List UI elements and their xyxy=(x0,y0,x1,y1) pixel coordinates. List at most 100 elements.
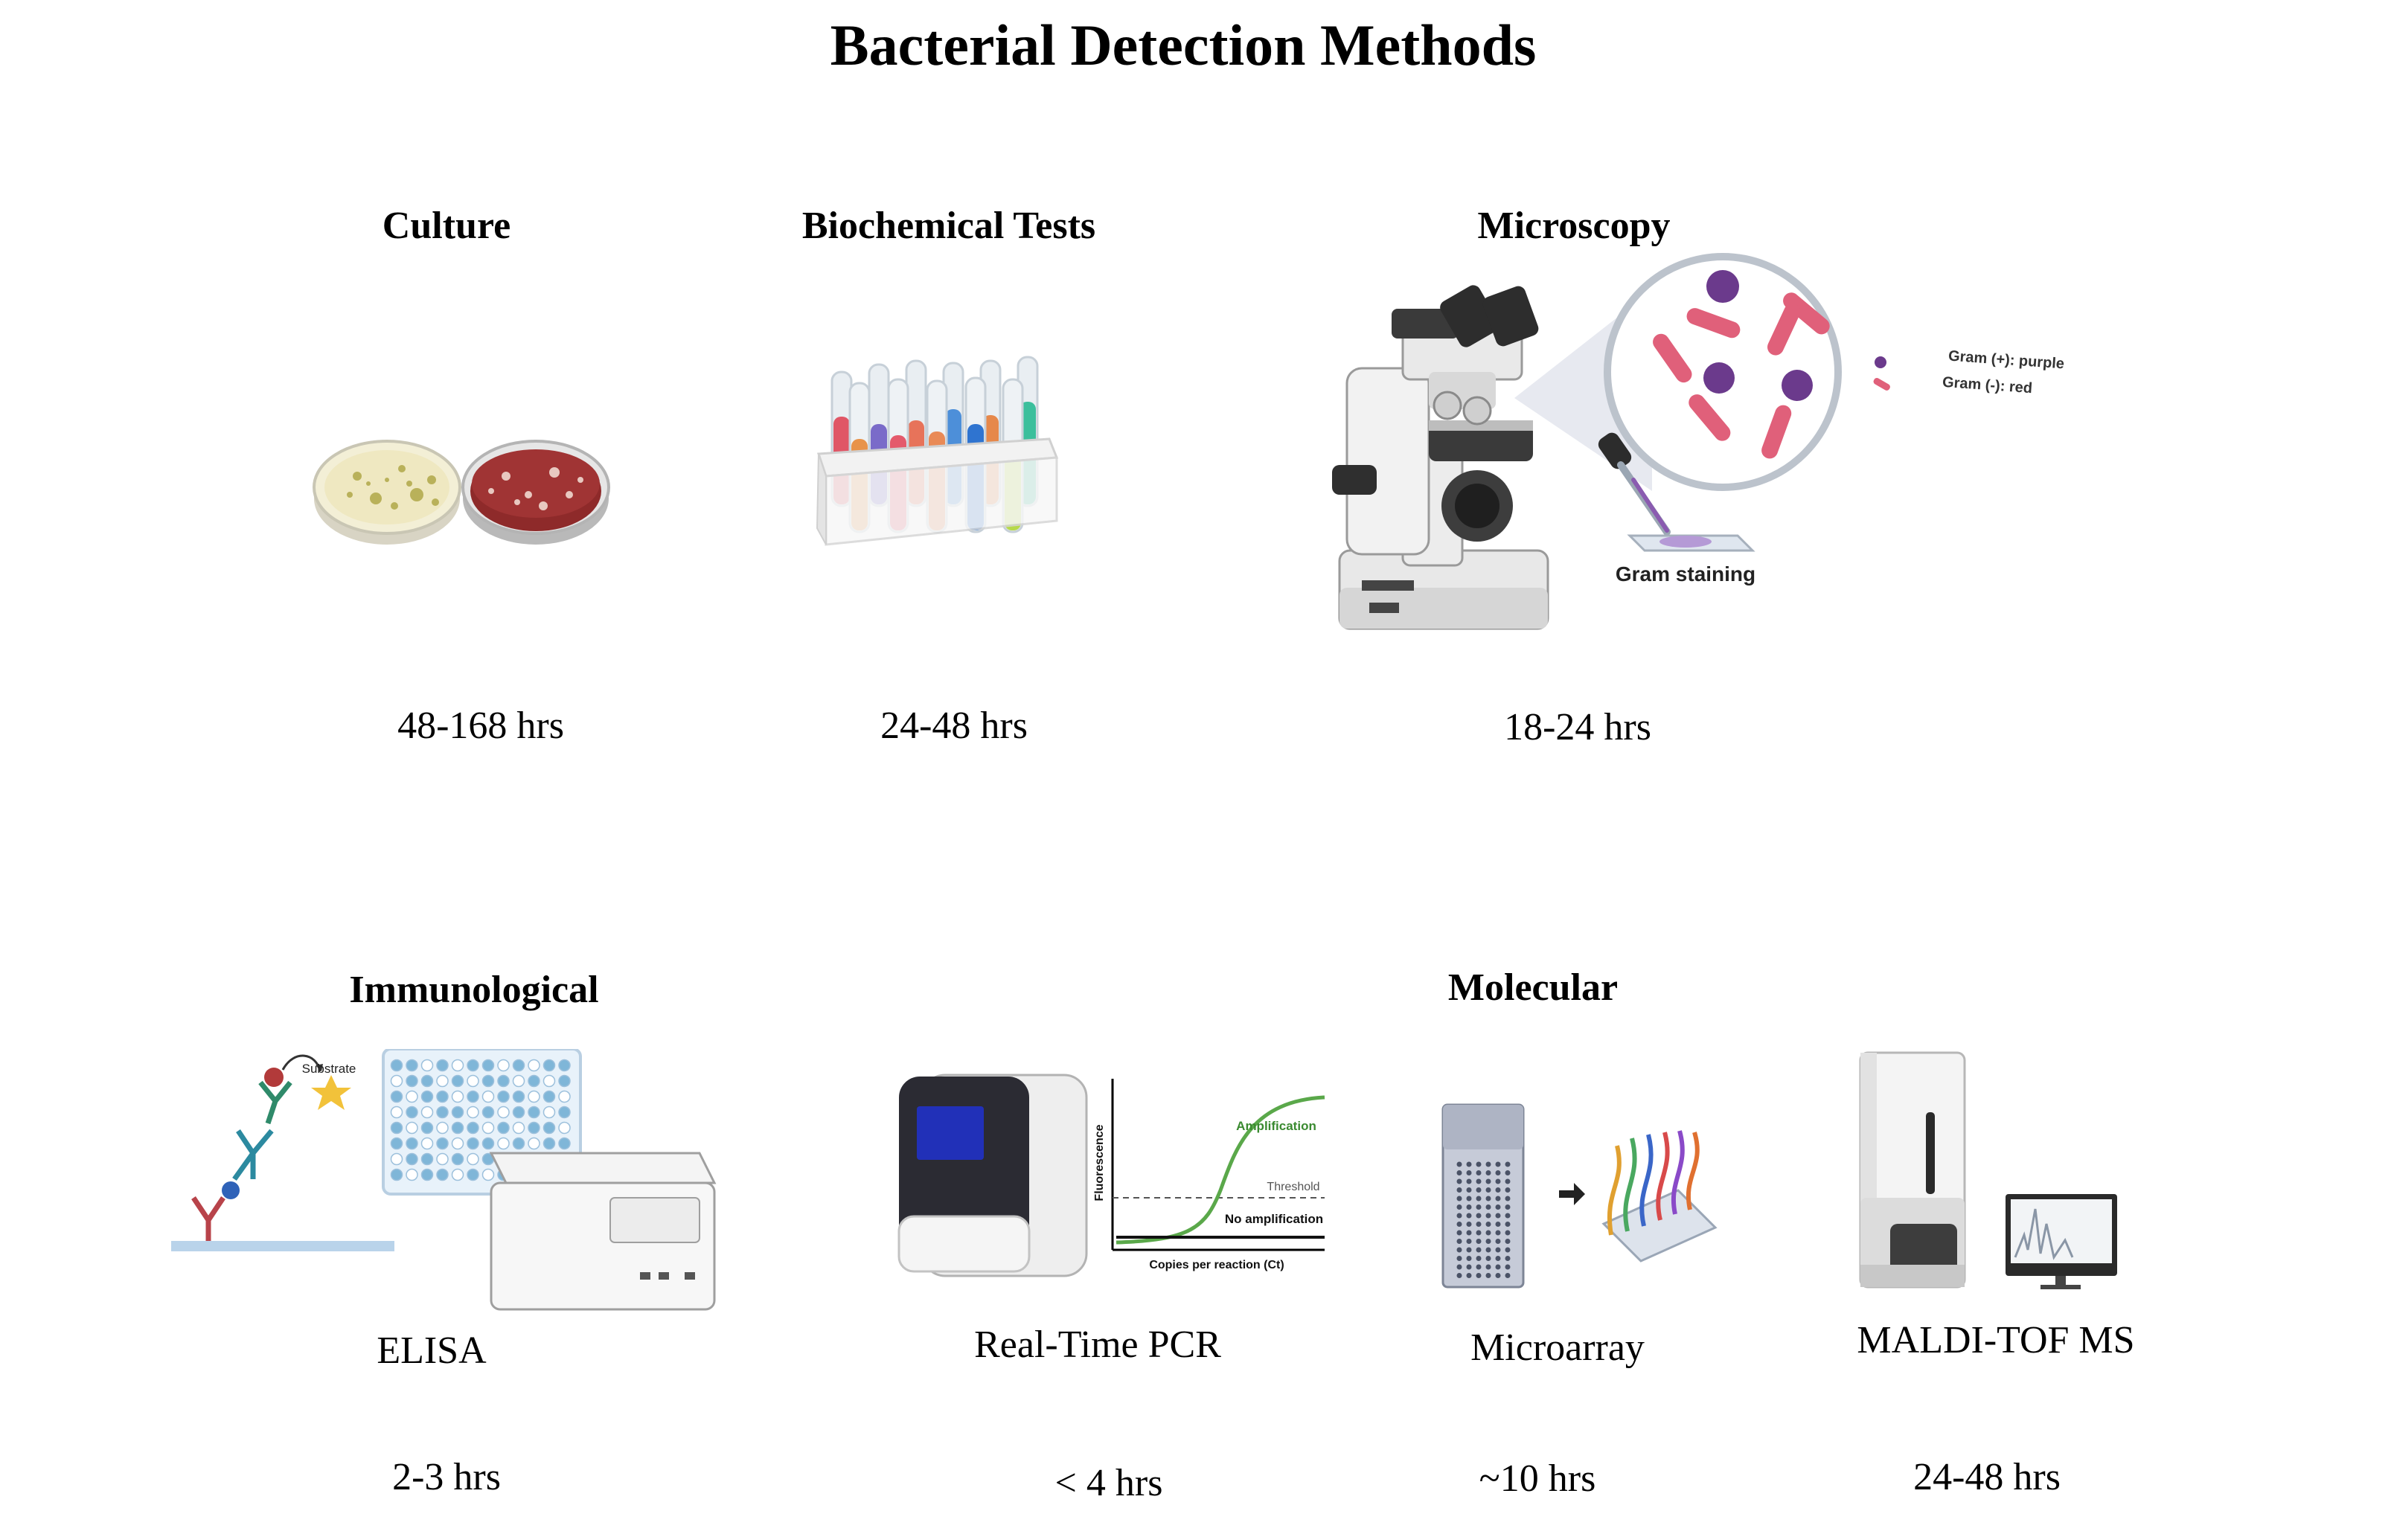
microplate-well xyxy=(420,1168,434,1181)
microplate-well xyxy=(558,1090,571,1103)
microplate-well xyxy=(497,1059,510,1072)
microplate-well xyxy=(451,1059,464,1072)
microplate-well xyxy=(406,1090,418,1103)
dropper-and-slide xyxy=(1598,432,1755,552)
microarray-spot xyxy=(1456,1273,1462,1278)
microarray-spot xyxy=(1485,1230,1491,1236)
microplate-well xyxy=(420,1121,434,1135)
microplate-well xyxy=(497,1106,510,1119)
culture-heading: Culture xyxy=(382,205,511,247)
pcr-ylabel: Fluorescence xyxy=(1093,1124,1106,1201)
microscopy-time: 18-24 hrs xyxy=(1504,706,1651,748)
microplate-well xyxy=(406,1168,418,1181)
microarray-spot xyxy=(1456,1161,1462,1167)
microarray-spot xyxy=(1505,1239,1511,1244)
microarray-spot xyxy=(1485,1247,1491,1253)
microplate-well xyxy=(467,1152,479,1166)
mass-spectrometer xyxy=(1859,1051,1966,1289)
microarray-spot xyxy=(1466,1239,1472,1244)
microarray-spot xyxy=(1466,1213,1472,1219)
microarray-spot xyxy=(1476,1196,1482,1201)
microplate-well xyxy=(558,1137,571,1150)
microarray-spot xyxy=(1466,1264,1472,1270)
microarray-spot xyxy=(1505,1273,1511,1278)
microarray-spot xyxy=(1495,1178,1501,1184)
microarray-spot xyxy=(1505,1187,1511,1193)
microplate-well xyxy=(542,1121,556,1135)
microplate-well xyxy=(436,1090,449,1103)
microarray-illustration xyxy=(1441,1103,1718,1289)
microplate-well xyxy=(481,1137,495,1150)
microarray-spot xyxy=(1495,1161,1501,1167)
microarray-spot xyxy=(1505,1264,1511,1270)
microplate-well xyxy=(558,1074,571,1088)
microarray-spot xyxy=(1505,1222,1511,1227)
microarray-spot xyxy=(1476,1247,1482,1253)
arrow-right-icon xyxy=(1559,1183,1585,1205)
microplate-well xyxy=(542,1090,556,1103)
microarray-spot xyxy=(1505,1170,1511,1175)
microplate-well xyxy=(512,1090,525,1103)
microarray-spot xyxy=(1485,1264,1491,1270)
microplate-well xyxy=(512,1121,525,1135)
microplate-well xyxy=(451,1121,464,1135)
diagram-title: Bacterial Detection Methods xyxy=(830,13,1537,77)
microplate-well xyxy=(481,1121,495,1135)
microplate-well xyxy=(390,1168,403,1181)
microplate-well xyxy=(542,1074,556,1088)
microarray-spot xyxy=(1495,1230,1501,1236)
microarray-spot xyxy=(1456,1239,1462,1244)
microplate-well xyxy=(436,1152,449,1166)
microplate-well xyxy=(481,1168,495,1181)
microarray-spot xyxy=(1505,1230,1511,1236)
microarray-spot xyxy=(1495,1264,1501,1270)
amplification-plot xyxy=(1111,1079,1325,1251)
microplate-well xyxy=(390,1152,403,1166)
microplate-well xyxy=(467,1059,479,1072)
microarray-spot xyxy=(1495,1222,1501,1227)
microplate-well xyxy=(436,1106,449,1119)
microarray-spot xyxy=(1485,1187,1491,1193)
elisa-label: ELISA xyxy=(377,1329,487,1372)
microarray-spot xyxy=(1466,1196,1472,1201)
microplate-well xyxy=(451,1137,464,1150)
microarray-spot xyxy=(1495,1256,1501,1261)
microplate-well xyxy=(512,1059,525,1072)
microplate-well xyxy=(406,1137,418,1150)
maldi-tof-illustration xyxy=(1859,1051,2117,1289)
microarray-spot xyxy=(1456,1256,1462,1261)
microplate-well xyxy=(390,1059,403,1072)
microarray-spot xyxy=(1485,1273,1491,1278)
threshold-label: Threshold xyxy=(1267,1181,1320,1193)
microplate-well xyxy=(420,1059,434,1072)
microplate-well xyxy=(390,1074,403,1088)
petri-dish-plain-agar xyxy=(313,440,461,545)
pcr-label: Real-Time PCR xyxy=(974,1324,1221,1366)
microplate-well xyxy=(451,1090,464,1103)
microarray-spot xyxy=(1456,1222,1462,1227)
microarray-spot xyxy=(1476,1178,1482,1184)
microarray-spot xyxy=(1485,1222,1491,1227)
biochemical-heading: Biochemical Tests xyxy=(801,205,1096,247)
pcr-time: < 4 hrs xyxy=(1054,1462,1163,1504)
microplate-well xyxy=(467,1121,479,1135)
microarray-spot xyxy=(1456,1247,1462,1253)
microarray-spot xyxy=(1476,1239,1482,1244)
microarray-spot xyxy=(1476,1170,1482,1175)
microscopy-illustration xyxy=(1332,253,1890,630)
microarray-spot xyxy=(1476,1222,1482,1227)
microplate-well xyxy=(390,1106,403,1119)
microarray-spot xyxy=(1456,1264,1462,1270)
maldi-tof-time: 24-48 hrs xyxy=(1913,1456,2061,1498)
molecular-heading: Molecular xyxy=(1447,966,1619,1009)
microarray-spot xyxy=(1495,1247,1501,1253)
microarray-spot xyxy=(1495,1187,1501,1193)
pcr-illustration xyxy=(897,1074,1325,1277)
microarray-spot xyxy=(1466,1204,1472,1210)
microplate-well xyxy=(528,1059,540,1072)
legend-gram-negative-marker xyxy=(1873,378,1890,391)
microplate-well xyxy=(406,1152,418,1166)
microarray-spot xyxy=(1466,1273,1472,1278)
microarray-spot xyxy=(1495,1204,1501,1210)
microplate-well xyxy=(481,1090,495,1103)
